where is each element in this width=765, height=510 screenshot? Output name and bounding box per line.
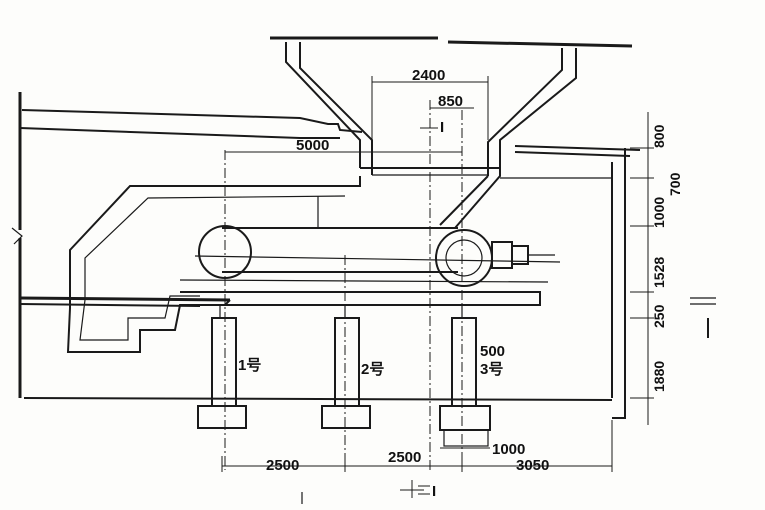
chute	[439, 168, 501, 229]
section-top-label: I	[440, 119, 444, 136]
dim-700-label: 700	[667, 172, 683, 196]
dim-1528-label: 1528	[651, 257, 667, 288]
pier-1-label: 1号	[238, 357, 261, 374]
dim-2400-label: 2400	[412, 67, 445, 84]
pier-3-base	[439, 405, 491, 431]
dim-3050-label: 3050	[516, 457, 549, 474]
dim-1000-bottom-label: 1000	[492, 441, 525, 458]
dim-850-label: 850	[438, 93, 463, 110]
dim-500-label: 500	[480, 343, 505, 360]
dim-850: 850	[430, 93, 474, 110]
center-lines	[224, 100, 463, 470]
section-mark-bottom: I	[301, 480, 436, 504]
left-pulley	[198, 225, 252, 279]
conveyor-beam	[19, 225, 561, 307]
piers	[197, 305, 491, 447]
pier-3-label: 3号	[480, 361, 503, 378]
dim-250-label: 250	[651, 304, 667, 328]
right-pulley	[435, 229, 493, 287]
right-dimension-chain: 800 700 1000 1528 250 1880	[630, 112, 716, 425]
dim-2500-a-label: 2500	[266, 457, 299, 474]
section-bottom-label: I	[432, 483, 436, 500]
bottom-dimension-chain: 2500 2500 3050	[221, 420, 613, 474]
dim-5000-label: 5000	[296, 137, 329, 154]
dim-1880-label: 1880	[651, 361, 667, 392]
pier-2	[334, 317, 360, 407]
dim-800-label: 800	[651, 124, 667, 148]
pier-2-label: 2号	[361, 361, 384, 378]
pier-2-base	[321, 405, 371, 429]
dim-2500-b-label: 2500	[388, 449, 421, 466]
left-structure	[11, 92, 641, 401]
dim-1000-bottom: 1000	[440, 441, 525, 458]
dim-1000-label: 1000	[651, 197, 667, 228]
pier-1	[211, 317, 237, 407]
right-structure	[500, 148, 626, 419]
section-mark-top: I	[420, 119, 444, 136]
pier-3	[451, 317, 477, 407]
pier-1-base	[197, 405, 247, 429]
dim-2400: 2400	[371, 67, 489, 140]
hopper	[270, 36, 633, 176]
dim-5000: 5000	[225, 137, 462, 154]
